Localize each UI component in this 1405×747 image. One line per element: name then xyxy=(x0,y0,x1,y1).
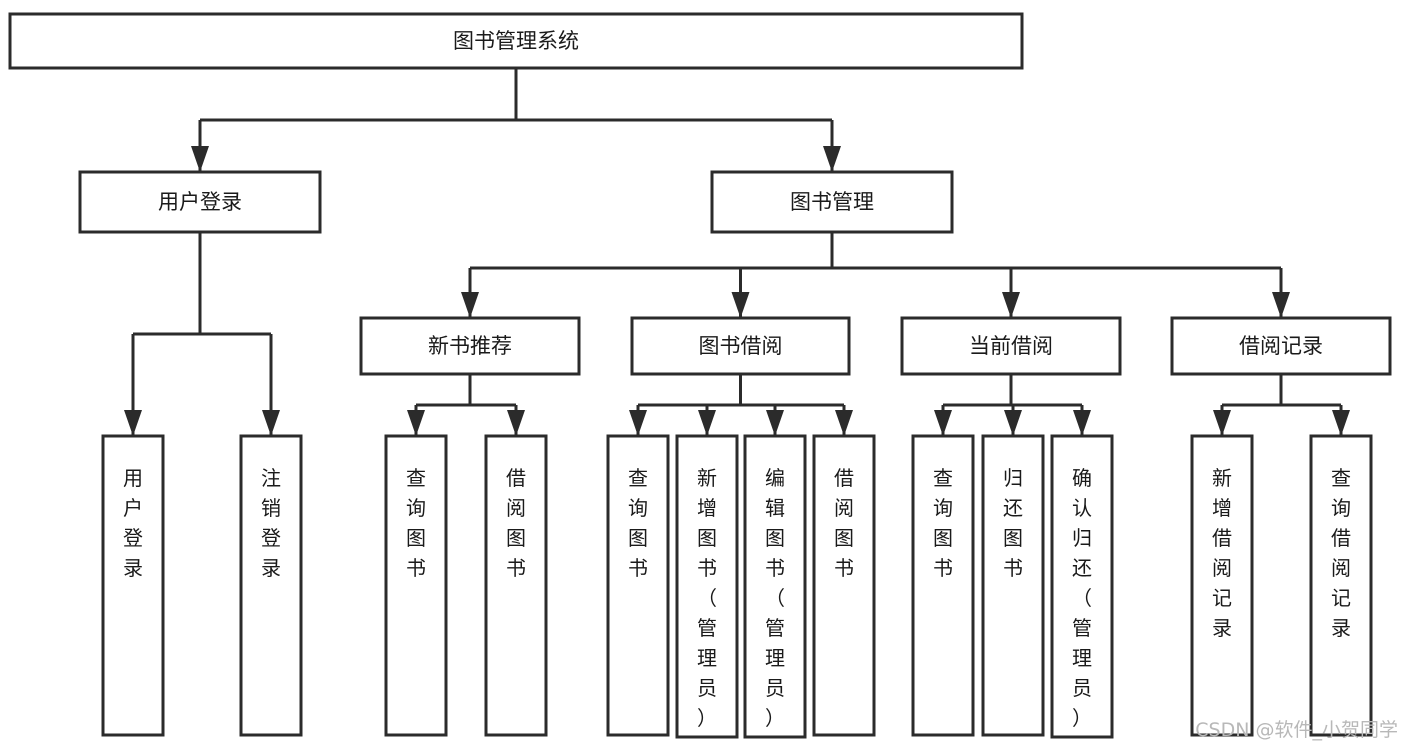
arrow-head-icon xyxy=(124,410,142,436)
connector-layer xyxy=(124,68,1350,436)
arrow-head-icon xyxy=(934,410,952,436)
arrow-head-icon xyxy=(835,410,853,436)
arrow-head-icon xyxy=(461,292,479,318)
node-box xyxy=(630,316,851,376)
node-box xyxy=(812,434,876,737)
node-label: 当前借阅 xyxy=(969,334,1053,358)
arrow-head-icon xyxy=(731,292,750,318)
node-leaf-edit-book[interactable]: 编辑图书（管理员） xyxy=(743,434,807,739)
node-box xyxy=(239,434,303,737)
node-box xyxy=(1170,316,1392,376)
node-label: 查询借阅记录 xyxy=(1331,466,1351,640)
watermark-label: CSDN @软件_小贺同学 xyxy=(1195,719,1398,741)
arrow-head-icon xyxy=(766,410,784,436)
node-label: 查询图书 xyxy=(406,466,426,580)
node-label: 归还图书 xyxy=(1003,466,1023,580)
arrow-head-icon xyxy=(1213,410,1231,436)
node-box xyxy=(911,434,975,737)
node-label: 借阅记录 xyxy=(1239,334,1323,358)
node-book-borrow[interactable]: 图书借阅 xyxy=(630,316,851,376)
node-label: 确认归还（管理员） xyxy=(1072,466,1092,730)
node-box xyxy=(675,434,739,739)
node-label: 用户登录 xyxy=(158,190,242,214)
node-leaf-user-login[interactable]: 用户登录 xyxy=(101,434,165,737)
node-label: 查询图书 xyxy=(628,466,648,580)
node-box xyxy=(743,434,807,739)
node-layer: 图书管理系统用户登录图书管理新书推荐图书借阅当前借阅借阅记录用户登录注销登录查询… xyxy=(8,12,1392,739)
node-label: 新书推荐 xyxy=(428,334,512,358)
node-box xyxy=(1309,434,1373,737)
node-leaf-query-book-borrow[interactable]: 查询图书 xyxy=(606,434,670,737)
arrow-head-icon xyxy=(823,146,841,172)
node-leaf-confirm-return[interactable]: 确认归还（管理员） xyxy=(1050,434,1114,739)
node-leaf-add-borrow-record[interactable]: 新增借阅记录 xyxy=(1190,434,1254,737)
node-box xyxy=(384,434,448,737)
arrow-head-icon xyxy=(1332,410,1350,436)
arrow-head-icon xyxy=(1073,410,1091,436)
node-box xyxy=(101,434,165,737)
node-label: 新增图书（管理员） xyxy=(697,466,717,730)
node-label: 图书管理 xyxy=(790,190,874,214)
node-box xyxy=(484,434,548,737)
node-box xyxy=(78,170,322,234)
node-label: 查询图书 xyxy=(933,466,953,580)
node-box xyxy=(606,434,670,737)
node-user-login[interactable]: 用户登录 xyxy=(78,170,322,234)
arrow-head-icon xyxy=(629,410,647,436)
node-borrow-record[interactable]: 借阅记录 xyxy=(1170,316,1392,376)
node-leaf-user-logout[interactable]: 注销登录 xyxy=(239,434,303,737)
node-leaf-return-book[interactable]: 归还图书 xyxy=(981,434,1045,737)
node-leaf-add-book[interactable]: 新增图书（管理员） xyxy=(675,434,739,739)
node-root[interactable]: 图书管理系统 xyxy=(8,12,1024,70)
node-leaf-query-book-recommend[interactable]: 查询图书 xyxy=(384,434,448,737)
node-label: 编辑图书（管理员） xyxy=(765,466,785,730)
node-leaf-query-book-current[interactable]: 查询图书 xyxy=(911,434,975,737)
node-new-book-recommend[interactable]: 新书推荐 xyxy=(359,316,581,376)
node-leaf-borrow-book-recommend[interactable]: 借阅图书 xyxy=(484,434,548,737)
arrow-head-icon xyxy=(191,146,209,172)
arrow-head-icon xyxy=(1272,292,1290,318)
node-box xyxy=(359,316,581,376)
node-label: 图书借阅 xyxy=(699,334,783,358)
node-box xyxy=(900,316,1122,376)
node-book-manage[interactable]: 图书管理 xyxy=(710,170,954,234)
node-label: 借阅图书 xyxy=(506,466,526,580)
node-label: 借阅图书 xyxy=(834,466,854,580)
node-box xyxy=(710,170,954,234)
arrow-head-icon xyxy=(1002,292,1020,318)
arrow-head-icon xyxy=(407,410,425,436)
node-label: 图书管理系统 xyxy=(453,29,579,53)
node-label: 注销登录 xyxy=(261,466,281,580)
node-leaf-query-borrow-record[interactable]: 查询借阅记录 xyxy=(1309,434,1373,737)
arrow-head-icon xyxy=(698,410,716,436)
arrow-head-icon xyxy=(262,410,280,436)
node-leaf-borrow-book[interactable]: 借阅图书 xyxy=(812,434,876,737)
arrow-head-icon xyxy=(507,410,525,436)
node-box xyxy=(981,434,1045,737)
arrow-head-icon xyxy=(1004,410,1022,436)
node-label: 用户登录 xyxy=(123,466,143,580)
node-current-borrow[interactable]: 当前借阅 xyxy=(900,316,1122,376)
node-label: 新增借阅记录 xyxy=(1212,466,1232,640)
node-box xyxy=(1190,434,1254,737)
node-box xyxy=(8,12,1024,70)
node-box xyxy=(1050,434,1114,739)
